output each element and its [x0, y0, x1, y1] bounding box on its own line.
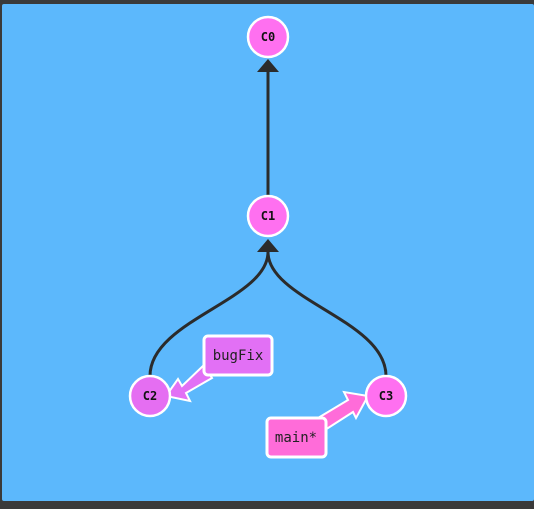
edge-to-c1-arrowhead — [257, 239, 279, 252]
bugfix-pointer-arrow — [164, 363, 214, 403]
edge-c2-to-c1 — [148, 251, 270, 377]
commit-c1[interactable]: C1 — [246, 194, 290, 238]
commit-edges — [148, 59, 388, 377]
edge-c3-to-c1 — [266, 251, 388, 377]
commit-c2[interactable]: C2 — [128, 374, 172, 418]
branch-main-label: main* — [275, 430, 317, 446]
edge-c1-to-c0-arrowhead — [257, 59, 279, 72]
commit-c2-label: C2 — [143, 389, 157, 403]
main-pointer-arrow — [316, 390, 370, 432]
branch-main[interactable]: main* — [265, 416, 328, 459]
branch-bugfix-label: bugFix — [213, 348, 264, 364]
branch-labels: bugFix main* — [202, 334, 328, 459]
branch-bugfix[interactable]: bugFix — [202, 334, 274, 377]
commit-nodes: C0 C1 C2 C3 — [128, 15, 408, 418]
commit-c0[interactable]: C0 — [246, 15, 290, 59]
commit-c1-label: C1 — [261, 209, 275, 223]
commit-c0-label: C0 — [261, 30, 275, 44]
commit-c3-label: C3 — [379, 389, 393, 403]
branch-pointers — [164, 363, 370, 432]
commit-c3[interactable]: C3 — [364, 374, 408, 418]
